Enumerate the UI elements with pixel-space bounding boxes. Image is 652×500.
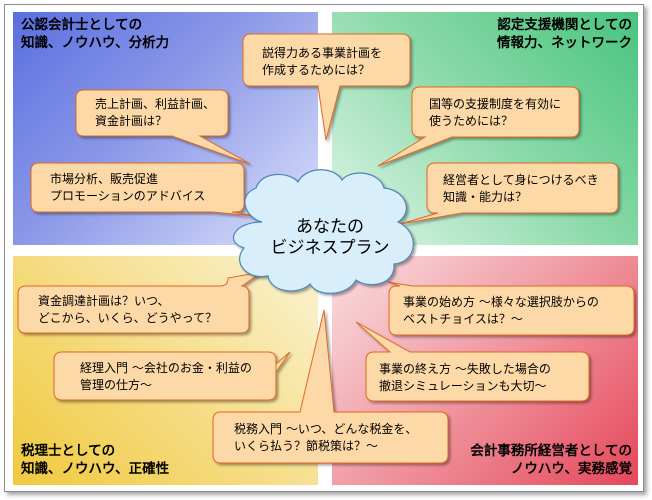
bubble-line: 売上計画、利益計画、 xyxy=(95,97,216,111)
bubble-line: 作成するためには？ xyxy=(262,63,371,77)
bubble-line: 経理入門 ～会社のお金・利益の xyxy=(80,361,252,375)
bubble-text-fund-procurement: 資金調達計画は？いつ、 どこから、いくら、どうやって？ xyxy=(38,293,217,327)
bubble-line: 撤退シミュレーションも大切～ xyxy=(379,379,547,393)
bubble-line: 知識・能力は？ xyxy=(443,190,528,204)
quadrant-title-line: 知識、ノウハウ、正確性 xyxy=(21,461,170,477)
quadrant-title-cpa: 公認会計士としての 知識、ノウハウ、分析力 xyxy=(21,16,169,52)
quadrant-title-line: 認定支援機関としての xyxy=(497,17,632,33)
bubble-line: 経営者として身につけるべき xyxy=(443,173,599,187)
quadrant-title-line: 情報力、ネットワーク xyxy=(497,35,632,51)
bubble-line: ベストチョイスは？～ xyxy=(403,312,523,326)
bubble-accounting-intro xyxy=(53,351,291,401)
quadrant-title-line: 税理士としての xyxy=(21,443,116,459)
bubble-persuasive-plan xyxy=(242,33,411,141)
quadrant-title-line: ノウハウ、実務感覚 xyxy=(510,461,632,477)
bubble-line: 事業の始め方 ～様々な選択肢からの xyxy=(403,295,599,309)
bubble-line: 説得力ある事業計画を xyxy=(262,46,383,60)
bubble-management-skills xyxy=(399,162,619,225)
center-title-line: ビジネスプラン xyxy=(270,238,390,258)
quadrant-title-support-agency: 認定支援機関としての 情報力、ネットワーク xyxy=(497,16,632,52)
bubble-text-tax-intro: 税務入門 ～いつ、どんな税金を、 いくら払う？節税策は？～ xyxy=(234,421,417,455)
bubble-line: 管理の仕方～ xyxy=(80,378,153,392)
bubble-line: 国等の支援制度を有効に xyxy=(429,97,562,111)
bubble-how-to-end xyxy=(355,321,590,402)
bubble-text-sales-profit-plan: 売上計画、利益計画、 資金計画は？ xyxy=(95,96,215,130)
bubble-line: 市場分析、販売促進 xyxy=(50,172,159,186)
center-title-line: あなたの xyxy=(296,217,364,237)
bubble-text-accounting-intro: 経理入門 ～会社のお金・利益の 管理の仕方～ xyxy=(80,360,252,394)
bubble-tax-intro xyxy=(212,309,449,464)
bubble-support-system xyxy=(377,86,580,167)
bubble-text-how-to-end: 事業の終え方 ～失敗した場合の 撤退シミュレーションも大切～ xyxy=(379,361,551,395)
quadrant-title-tax-accountant: 税理士としての 知識、ノウハウ、正確性 xyxy=(21,442,169,478)
bubble-text-market-analysis: 市場分析、販売促進 プロモーションのアドバイス xyxy=(50,171,205,205)
bubble-line: 使うためには？ xyxy=(429,114,514,128)
bubble-line: 資金調達計画は？いつ、 xyxy=(38,294,170,308)
bubble-text-management-skills: 経営者として身につけるべき 知識・能力は？ xyxy=(443,172,599,206)
quadrant-title-line: 会計事務所経営者としての xyxy=(470,443,632,459)
bubble-line: いくら払う？節税策は？～ xyxy=(234,439,379,453)
bubble-line: どこから、いくら、どうやって？ xyxy=(38,311,218,325)
bubble-text-how-to-start: 事業の始め方 ～様々な選択肢からの ベストチョイスは？～ xyxy=(403,294,599,328)
bubble-fund-procurement xyxy=(17,271,263,334)
quadrant-title-firm-manager: 会計事務所経営者としての ノウハウ、実務感覚 xyxy=(470,442,632,478)
bubble-market-analysis xyxy=(30,162,256,217)
bubble-line: プロモーションのアドバイス xyxy=(50,189,206,203)
center-title: あなたの ビジネスプラン xyxy=(255,217,405,259)
bubble-line: 資金計画は？ xyxy=(95,114,168,128)
quadrant-title-line: 知識、ノウハウ、分析力 xyxy=(21,35,170,51)
bubble-sales-profit-plan xyxy=(75,89,251,165)
bubble-text-support-system: 国等の支援制度を有効に 使うためには？ xyxy=(429,96,561,130)
quadrant-title-line: 公認会計士としての xyxy=(21,17,143,33)
bubble-line: 税務入門 ～いつ、どんな税金を、 xyxy=(234,422,418,436)
bubble-line: 事業の終え方 ～失敗した場合の xyxy=(379,362,551,376)
bubble-how-to-start xyxy=(387,281,635,336)
center-cloud xyxy=(232,169,414,294)
bubble-text-persuasive-plan: 説得力ある事業計画を 作成するためには？ xyxy=(262,45,382,79)
